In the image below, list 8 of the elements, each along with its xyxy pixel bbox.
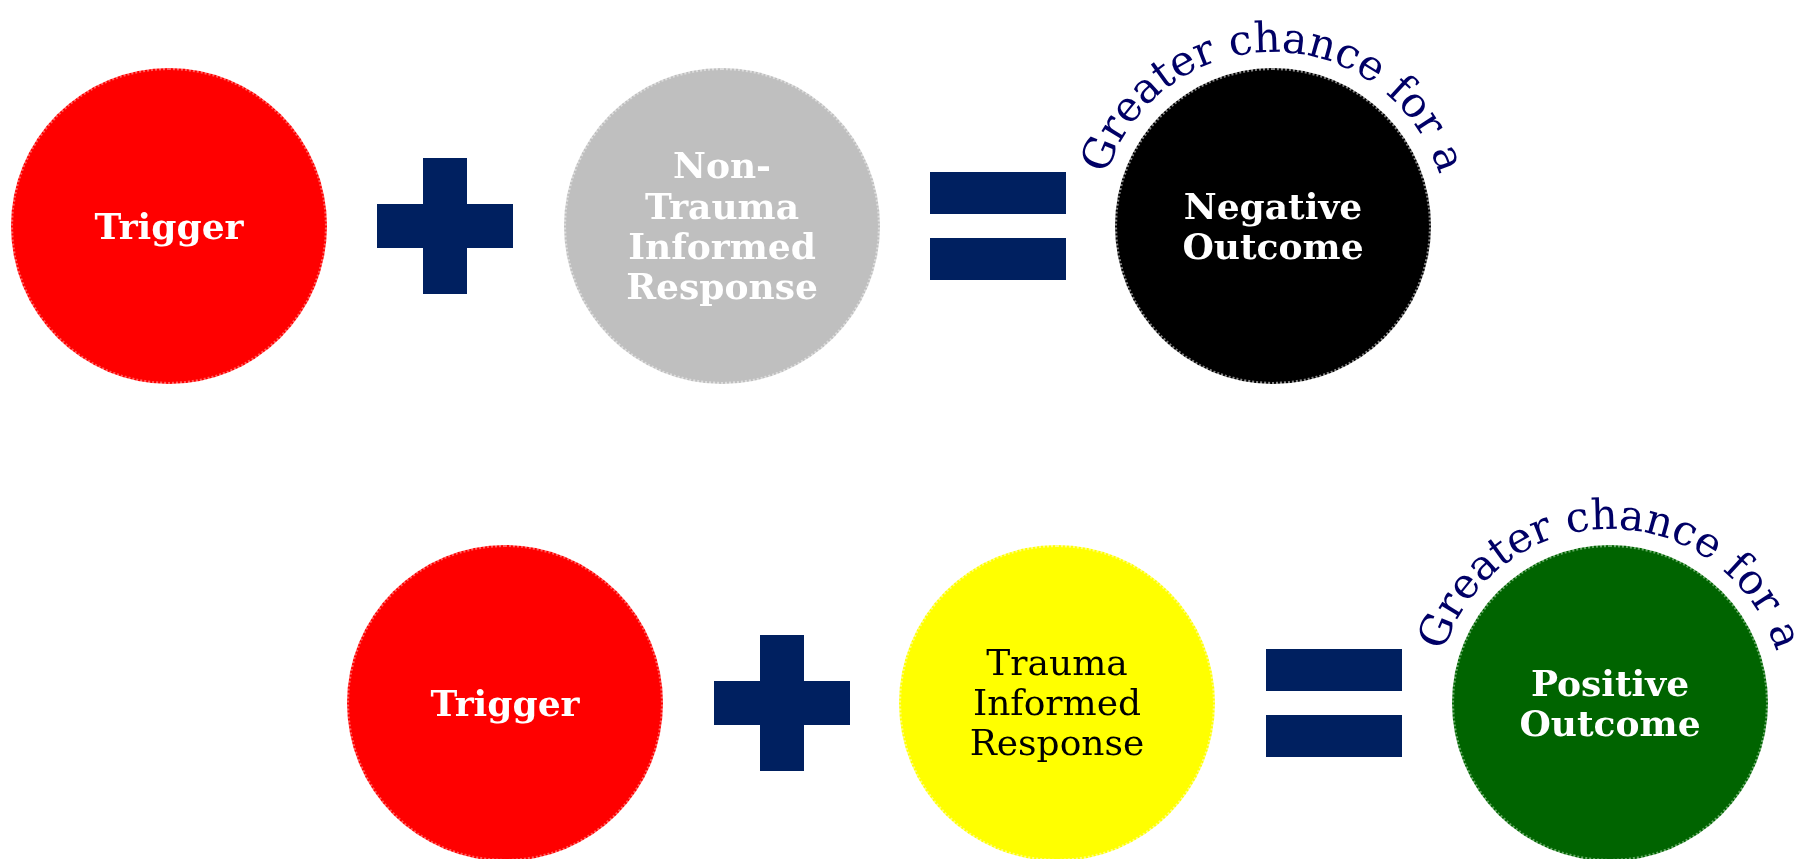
circle-label: Trigger [93,205,245,247]
circle-label: Non-Trauma Informed Response [625,145,819,307]
circle-label: Positive Outcome [1518,662,1702,744]
circle-label: Negative Outcome [1181,185,1365,267]
plus-sign [377,158,513,294]
circle-label: Trigger [429,682,581,724]
plus-sign [714,635,850,771]
circle-label: Trauma Informed Response [968,642,1146,764]
